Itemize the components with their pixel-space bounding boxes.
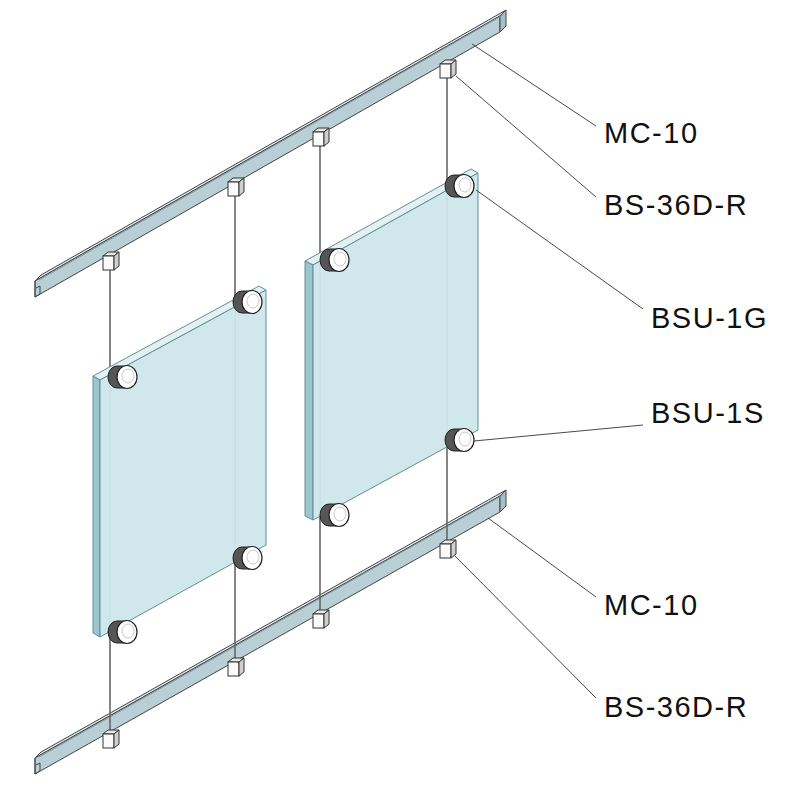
part-label: BSU-1S	[651, 396, 765, 430]
part-label: MC-10	[604, 588, 699, 622]
rail-end	[500, 490, 506, 512]
part-label: BSU-1G	[651, 301, 768, 335]
rail-end	[500, 10, 506, 32]
part-label: BS-36D-R	[604, 690, 748, 724]
rail-profile	[35, 281, 40, 297]
part-label: BS-36D-R	[604, 188, 748, 222]
rail-profile	[35, 758, 40, 774]
clamps	[103, 60, 456, 748]
glass-panels	[93, 169, 478, 637]
standoffs	[108, 175, 474, 644]
part-label: MC-10	[604, 116, 699, 150]
